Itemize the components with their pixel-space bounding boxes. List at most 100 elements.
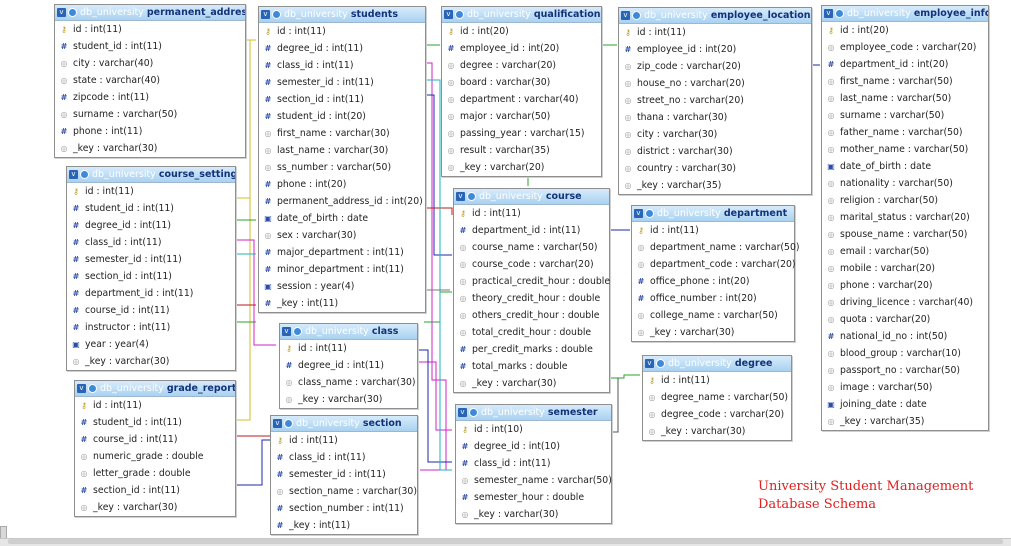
- column-row[interactable]: ◎first_name : varchar(30): [259, 125, 425, 142]
- column-row[interactable]: #class_id : int(11): [67, 234, 235, 251]
- column-row[interactable]: ◎theory_credit_hour : double: [454, 290, 609, 307]
- column-row[interactable]: #student_id : int(11): [55, 38, 245, 55]
- column-row[interactable]: ◎board : varchar(30): [442, 74, 601, 91]
- collapse-toggle-icon[interactable]: v: [621, 11, 630, 20]
- column-row[interactable]: ◎first_name : varchar(50): [822, 73, 988, 90]
- table-options-icon[interactable]: [272, 10, 281, 19]
- column-row[interactable]: #section_number : int(11): [271, 500, 417, 517]
- column-row[interactable]: ◎degree : varchar(20): [442, 57, 601, 74]
- column-row[interactable]: ◎department_code : varchar(20): [632, 256, 796, 273]
- column-row[interactable]: #semester_hour : double: [456, 489, 611, 506]
- column-row[interactable]: #zipcode : int(11): [55, 89, 245, 106]
- column-row[interactable]: ◎passport_no : varchar(50): [822, 362, 988, 379]
- column-row[interactable]: ◎_key : varchar(35): [822, 413, 988, 430]
- column-row[interactable]: ◎country : varchar(30): [619, 160, 811, 177]
- column-row[interactable]: ◎driving_licence : varchar(40): [822, 294, 988, 311]
- column-row[interactable]: ⚷id : int(20): [442, 23, 601, 40]
- collapse-toggle-icon[interactable]: v: [824, 9, 833, 18]
- column-row[interactable]: ◎section_name : varchar(30): [271, 483, 417, 500]
- column-row[interactable]: ▣date_of_birth : date: [259, 210, 425, 227]
- column-row[interactable]: #_key : int(11): [271, 517, 417, 534]
- collapse-toggle-icon[interactable]: v: [273, 419, 282, 428]
- column-row[interactable]: ◎class_name : varchar(30): [280, 374, 417, 391]
- column-row[interactable]: ◎ss_number : varchar(50): [259, 159, 425, 176]
- column-row[interactable]: #department_id : int(11): [67, 285, 235, 302]
- column-row[interactable]: ◎last_name : varchar(50): [822, 90, 988, 107]
- column-row[interactable]: ⚷id : int(11): [271, 432, 417, 449]
- column-row[interactable]: #semester_id : int(11): [271, 466, 417, 483]
- column-row[interactable]: ◎thana : varchar(30): [619, 109, 811, 126]
- column-row[interactable]: ◎spouse_name : varchar(50): [822, 226, 988, 243]
- collapse-toggle-icon[interactable]: v: [444, 10, 453, 19]
- column-row[interactable]: #student_id : int(11): [75, 414, 235, 431]
- column-row[interactable]: #degree_id : int(11): [67, 217, 235, 234]
- column-row[interactable]: ◎letter_grade : double: [75, 465, 235, 482]
- column-row[interactable]: #national_id_no : int(50): [822, 328, 988, 345]
- column-row[interactable]: ◎numeric_grade : double: [75, 448, 235, 465]
- column-row[interactable]: #employee_id : int(20): [442, 40, 601, 57]
- column-row[interactable]: ◎department_name : varchar(50): [632, 239, 800, 256]
- column-row[interactable]: #degree_id : int(10): [456, 438, 611, 455]
- column-row[interactable]: ◎passing_year : varchar(15): [442, 125, 601, 142]
- table-options-icon[interactable]: [467, 192, 476, 201]
- column-row[interactable]: ◎_key : varchar(30): [67, 353, 235, 370]
- column-row[interactable]: ◎total_credit_hour : double: [454, 324, 609, 341]
- table-options-icon[interactable]: [632, 11, 641, 20]
- table-options-icon[interactable]: [469, 408, 478, 417]
- table-options-icon[interactable]: [284, 419, 293, 428]
- column-row[interactable]: #student_id : int(20): [259, 108, 425, 125]
- column-row[interactable]: ◎email : varchar(50): [822, 243, 988, 260]
- column-row[interactable]: ◎quota : varchar(20): [822, 311, 988, 328]
- column-row[interactable]: ◎phone : varchar(20): [822, 277, 988, 294]
- column-row[interactable]: #class_id : int(11): [456, 455, 611, 472]
- column-row[interactable]: #course_id : int(11): [75, 431, 235, 448]
- column-row[interactable]: ◎_key : varchar(20): [442, 159, 601, 176]
- column-row[interactable]: ◎religion : varchar(50): [822, 192, 988, 209]
- column-row[interactable]: ⚷id : int(11): [280, 340, 417, 357]
- column-row[interactable]: #section_id : int(11): [75, 482, 235, 499]
- column-row[interactable]: ◎district : varchar(30): [619, 143, 811, 160]
- column-row[interactable]: #class_id : int(11): [259, 57, 425, 74]
- column-row[interactable]: #section_id : int(11): [67, 268, 235, 285]
- column-row[interactable]: ⚷id : int(11): [55, 21, 245, 38]
- column-row[interactable]: #total_marks : double: [454, 358, 609, 375]
- column-row[interactable]: #employee_id : int(20): [619, 41, 811, 58]
- table-options-icon[interactable]: [455, 10, 464, 19]
- column-row[interactable]: ◎surname : varchar(50): [55, 106, 245, 123]
- column-row[interactable]: #degree_id : int(11): [280, 357, 417, 374]
- collapse-toggle-icon[interactable]: v: [69, 170, 78, 179]
- table-options-icon[interactable]: [68, 8, 77, 17]
- collapse-toggle-icon[interactable]: v: [458, 408, 467, 417]
- column-row[interactable]: #department_id : int(11): [454, 222, 609, 239]
- column-row[interactable]: ◎last_name : varchar(30): [259, 142, 425, 159]
- column-row[interactable]: ⚷id : int(11): [75, 397, 235, 414]
- column-row[interactable]: ◎city : varchar(40): [55, 55, 245, 72]
- table-options-icon[interactable]: [293, 327, 302, 336]
- column-row[interactable]: ◎_key : varchar(35): [619, 177, 811, 194]
- column-row[interactable]: ◎sex : varchar(30): [259, 227, 425, 244]
- scrollbar-thumb[interactable]: [8, 539, 1003, 544]
- table-options-icon[interactable]: [645, 209, 654, 218]
- column-row[interactable]: #phone : int(20): [259, 176, 425, 193]
- column-row[interactable]: ◎major : varchar(50): [442, 108, 601, 125]
